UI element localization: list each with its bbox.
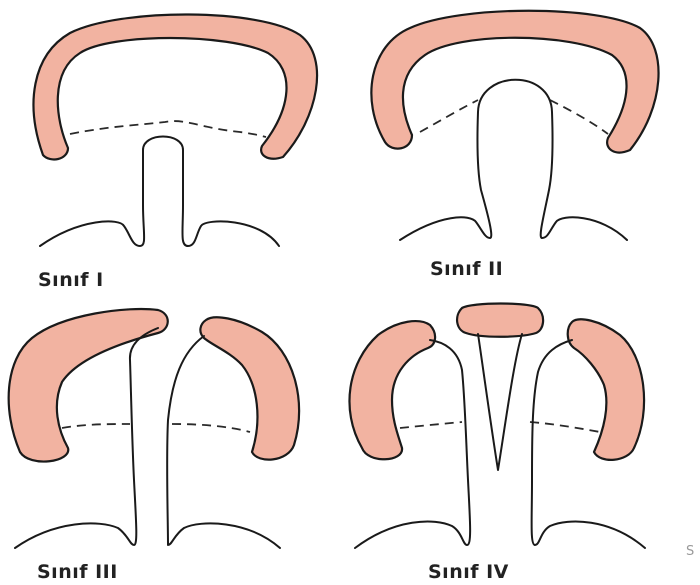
uvula-stalk <box>40 137 279 247</box>
dashed-reference-line <box>530 422 600 432</box>
dashed-reference-line <box>420 100 478 132</box>
panel-class-2: Sınıf II <box>371 11 658 280</box>
uvula-stalk <box>400 80 627 240</box>
cartilage-arch <box>34 14 318 159</box>
cartilage-arch <box>371 11 658 153</box>
cartilage-right <box>200 317 299 459</box>
panel-label: Sınıf IV <box>428 561 509 583</box>
panel-class-3: Sınıf III <box>9 309 299 583</box>
corner-watermark: S <box>686 544 694 559</box>
dashed-reference-line <box>62 424 130 428</box>
panel-class-4: Sınıf IV <box>349 304 645 584</box>
panel-label: Sınıf I <box>38 269 104 291</box>
cartilage-right <box>568 319 644 460</box>
dashed-reference-line <box>550 100 608 134</box>
dashed-reference-line <box>400 422 462 428</box>
premaxilla-segment <box>457 304 543 337</box>
cartilage-left <box>349 321 435 459</box>
vomer-wedge <box>478 334 522 470</box>
panel-label: Sınıf II <box>430 258 503 280</box>
panel-label: Sınıf III <box>37 561 118 583</box>
cartilage-left <box>9 309 168 462</box>
dashed-reference-line <box>172 424 250 432</box>
dashed-reference-line <box>70 121 266 137</box>
panel-class-1: Sınıf I <box>34 14 318 291</box>
